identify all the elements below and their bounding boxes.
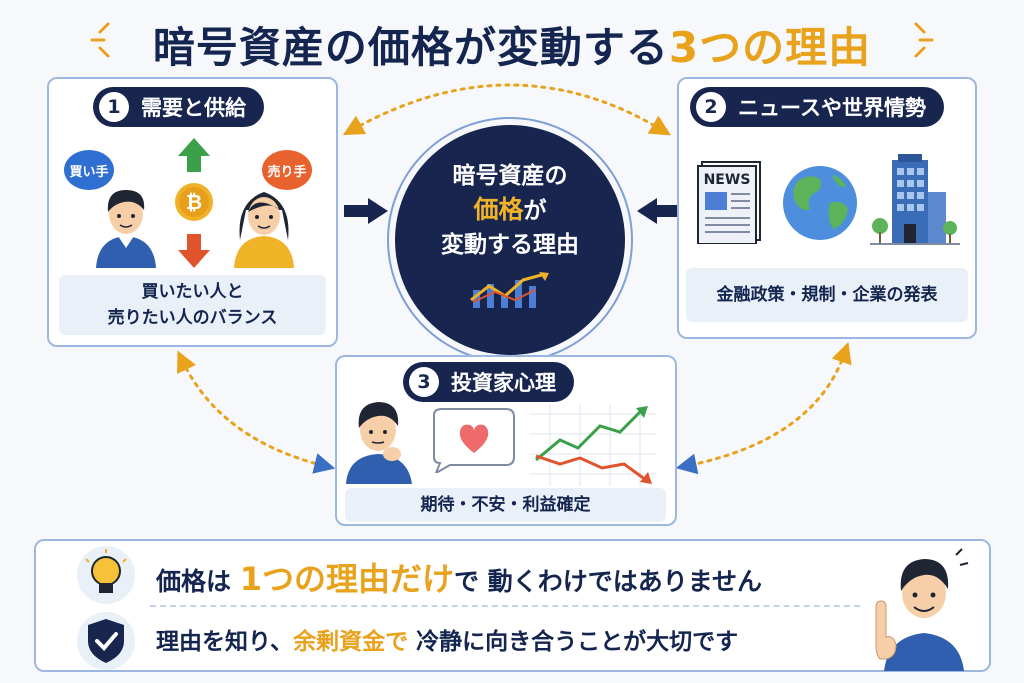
heart-icon [459, 424, 489, 453]
title-main: 暗号資産の価格が変動する [152, 23, 669, 72]
sparkle-right-icon [914, 22, 934, 58]
shield-check-icon [77, 612, 135, 670]
card1-pill: 1 需要と供給 [93, 87, 264, 127]
trend-up-line [535, 408, 644, 462]
center-line2-rest: が [523, 198, 547, 224]
trend-down-line [535, 454, 647, 482]
seller-bubble: 売り手 [262, 150, 312, 190]
building-icon [870, 154, 960, 245]
seller-person-icon [234, 192, 294, 268]
bottom-line1-gold: 1つの理由だけ [239, 560, 455, 598]
arc-left [177, 350, 336, 474]
up-arrow-icon [178, 138, 210, 172]
chart-icon [470, 272, 549, 308]
center-circle: 暗号資産の 価格が 変動する理由 [395, 125, 625, 355]
thinking-person-icon [346, 402, 412, 484]
page-title: 暗号資産の価格が変動する3つの理由 [0, 14, 1024, 75]
card1-info: 買いたい人と 売りたい人のバランス [59, 275, 326, 335]
card3-label: 投資家心理 [451, 371, 556, 395]
down-arrow-icon [178, 234, 210, 268]
arc-right [675, 342, 852, 475]
bottom-line2: 理由を知り、余剰資金で 冷静に向き合うことが大切です [156, 622, 738, 656]
bitcoin-price-arrows: ₿ [175, 138, 213, 268]
card3-number: 3 [409, 367, 439, 397]
bottom-line1: 価格は 1つの理由だけで 動くわけではありません [156, 554, 762, 600]
lightbulb-icon [77, 546, 135, 604]
globe-icon [783, 166, 857, 240]
bottom-line2-gold: 余剰資金で [293, 629, 409, 655]
card2-info: 金融政策・規制・企業の発表 [686, 268, 968, 322]
pointing-person-icon [875, 548, 969, 671]
newspaper-icon: NEWS [697, 161, 761, 244]
card1-number: 1 [99, 92, 129, 122]
card1-label: 需要と供給 [141, 96, 246, 120]
svg-text:₿: ₿ [186, 190, 202, 214]
card2-pill: 2 ニュースや世界情勢 [690, 87, 944, 127]
card2-number: 2 [696, 92, 726, 122]
bottom-divider [150, 605, 860, 607]
thought-bubble [433, 408, 515, 473]
center-line1: 暗号資産の [452, 163, 568, 189]
trend-chart-icon [530, 404, 656, 486]
card3-info: 期待・不安・利益確定 [345, 488, 666, 522]
card2-label: ニュースや世界情勢 [738, 96, 926, 120]
card3-pill: 3 投資家心理 [403, 362, 574, 402]
center-line3: 変動する理由 [441, 232, 579, 258]
newspaper-title: NEWS [704, 172, 751, 188]
card1-info-line1: 買いたい人と [141, 281, 244, 302]
bottom-line1-b: で 動くわけではありません [454, 567, 762, 596]
buyer-bubble: 買い手 [64, 150, 114, 190]
sparkle-left-icon [90, 22, 110, 58]
bottom-line1-a: 価格は [156, 567, 232, 596]
bitcoin-icon: ₿ [175, 183, 213, 221]
arc-top [342, 83, 672, 136]
center-line2-gold: 価格 [473, 195, 524, 224]
bottom-line2-a: 理由を知り、 [156, 629, 294, 655]
buyer-person-icon [96, 190, 156, 268]
bottom-line2-b: 冷静に向き合うことが大切です [416, 629, 739, 655]
card1-info-line2: 売りたい人のバランス [107, 308, 278, 328]
title-highlight: 3つの理由 [668, 23, 872, 72]
